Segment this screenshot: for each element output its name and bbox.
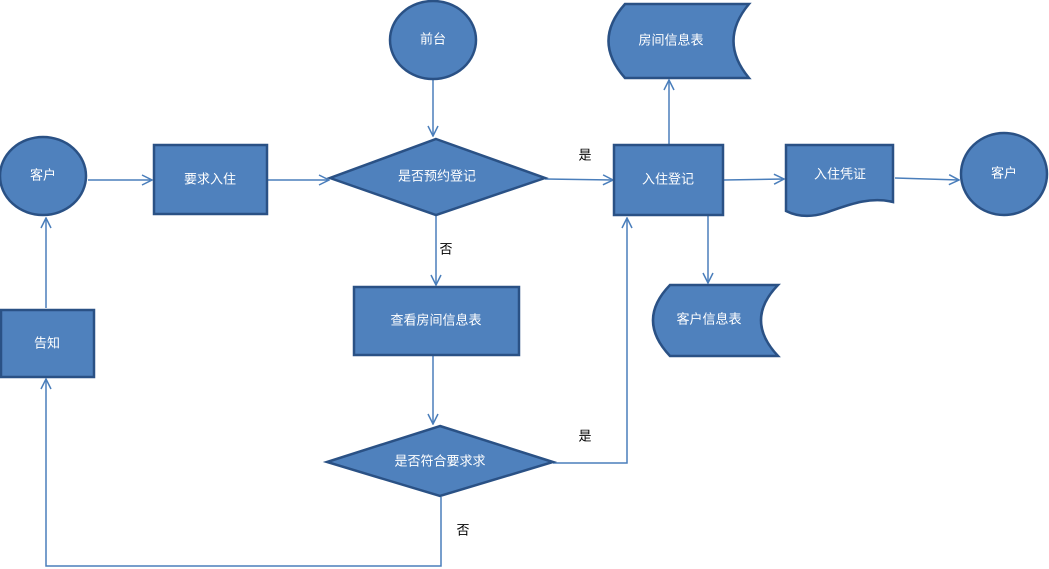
requirement-check-diamond: [322, 424, 558, 498]
edges: [46, 80, 959, 567]
edge-requirement-no-to-notify: [46, 379, 442, 567]
customer-left-circle: [0, 135, 88, 217]
node-reservation-check: 是否预约登记: [326, 137, 549, 217]
label-no-requirement: 否: [456, 524, 469, 539]
edge-requirement-yes-to-checkin: [553, 218, 627, 464]
node-requirement-check: 是否符合要求求: [322, 424, 558, 498]
checkin-voucher-document: [784, 143, 895, 218]
edge-voucher-to-customer: [894, 178, 959, 180]
customer-info-table-storage: [651, 283, 781, 358]
reservation-check-label: 是否预约登记: [398, 170, 476, 185]
label-yes-requirement: 是: [578, 430, 591, 445]
customer-right-circle: [959, 131, 1049, 217]
request-checkin-label: 要求入住: [184, 173, 236, 188]
node-room-info-table: 房间信息表: [607, 2, 752, 80]
checkin-voucher-label: 入住凭证: [814, 168, 866, 183]
node-front-desk: 前台: [388, 0, 478, 81]
requirement-check-label: 是否符合要求求: [394, 454, 485, 470]
node-customer-info-table: 客户信息表: [651, 283, 781, 358]
node-checkin-register: 入住登记: [612, 143, 725, 217]
customer-right-label: 客户: [991, 166, 1017, 182]
node-request-checkin: 要求入住: [152, 143, 269, 216]
view-room-info-label: 查看房间信息表: [390, 313, 481, 329]
node-view-room-info: 查看房间信息表: [352, 285, 521, 357]
reservation-check-diamond: [326, 137, 549, 217]
label-yes-reservation: 是: [578, 149, 591, 164]
room-info-table-label: 房间信息表: [638, 33, 703, 49]
view-room-info-box: [352, 285, 521, 357]
request-checkin-box: [152, 143, 269, 216]
customer-info-table-label: 客户信息表: [676, 312, 741, 328]
checkin-register-label: 入住登记: [642, 173, 694, 188]
edge-checkin-to-voucher: [723, 179, 784, 180]
node-notify: 告知: [0, 308, 96, 379]
edge-labels: 是 否 是 否: [439, 149, 591, 539]
checkin-register-box: [612, 143, 725, 217]
node-customer-right: 客户: [959, 131, 1049, 217]
node-customer-left: 客户: [0, 135, 88, 217]
label-no-reservation: 否: [439, 243, 452, 258]
node-checkin-voucher: 入住凭证: [784, 143, 895, 218]
notify-box: [0, 308, 96, 379]
notify-label: 告知: [34, 336, 60, 352]
room-info-table-storage: [607, 2, 752, 80]
edge-reservation-yes-to-checkin: [544, 179, 613, 180]
customer-left-label: 客户: [30, 168, 56, 184]
front-desk-circle: [388, 0, 478, 81]
front-desk-label: 前台: [420, 32, 446, 48]
